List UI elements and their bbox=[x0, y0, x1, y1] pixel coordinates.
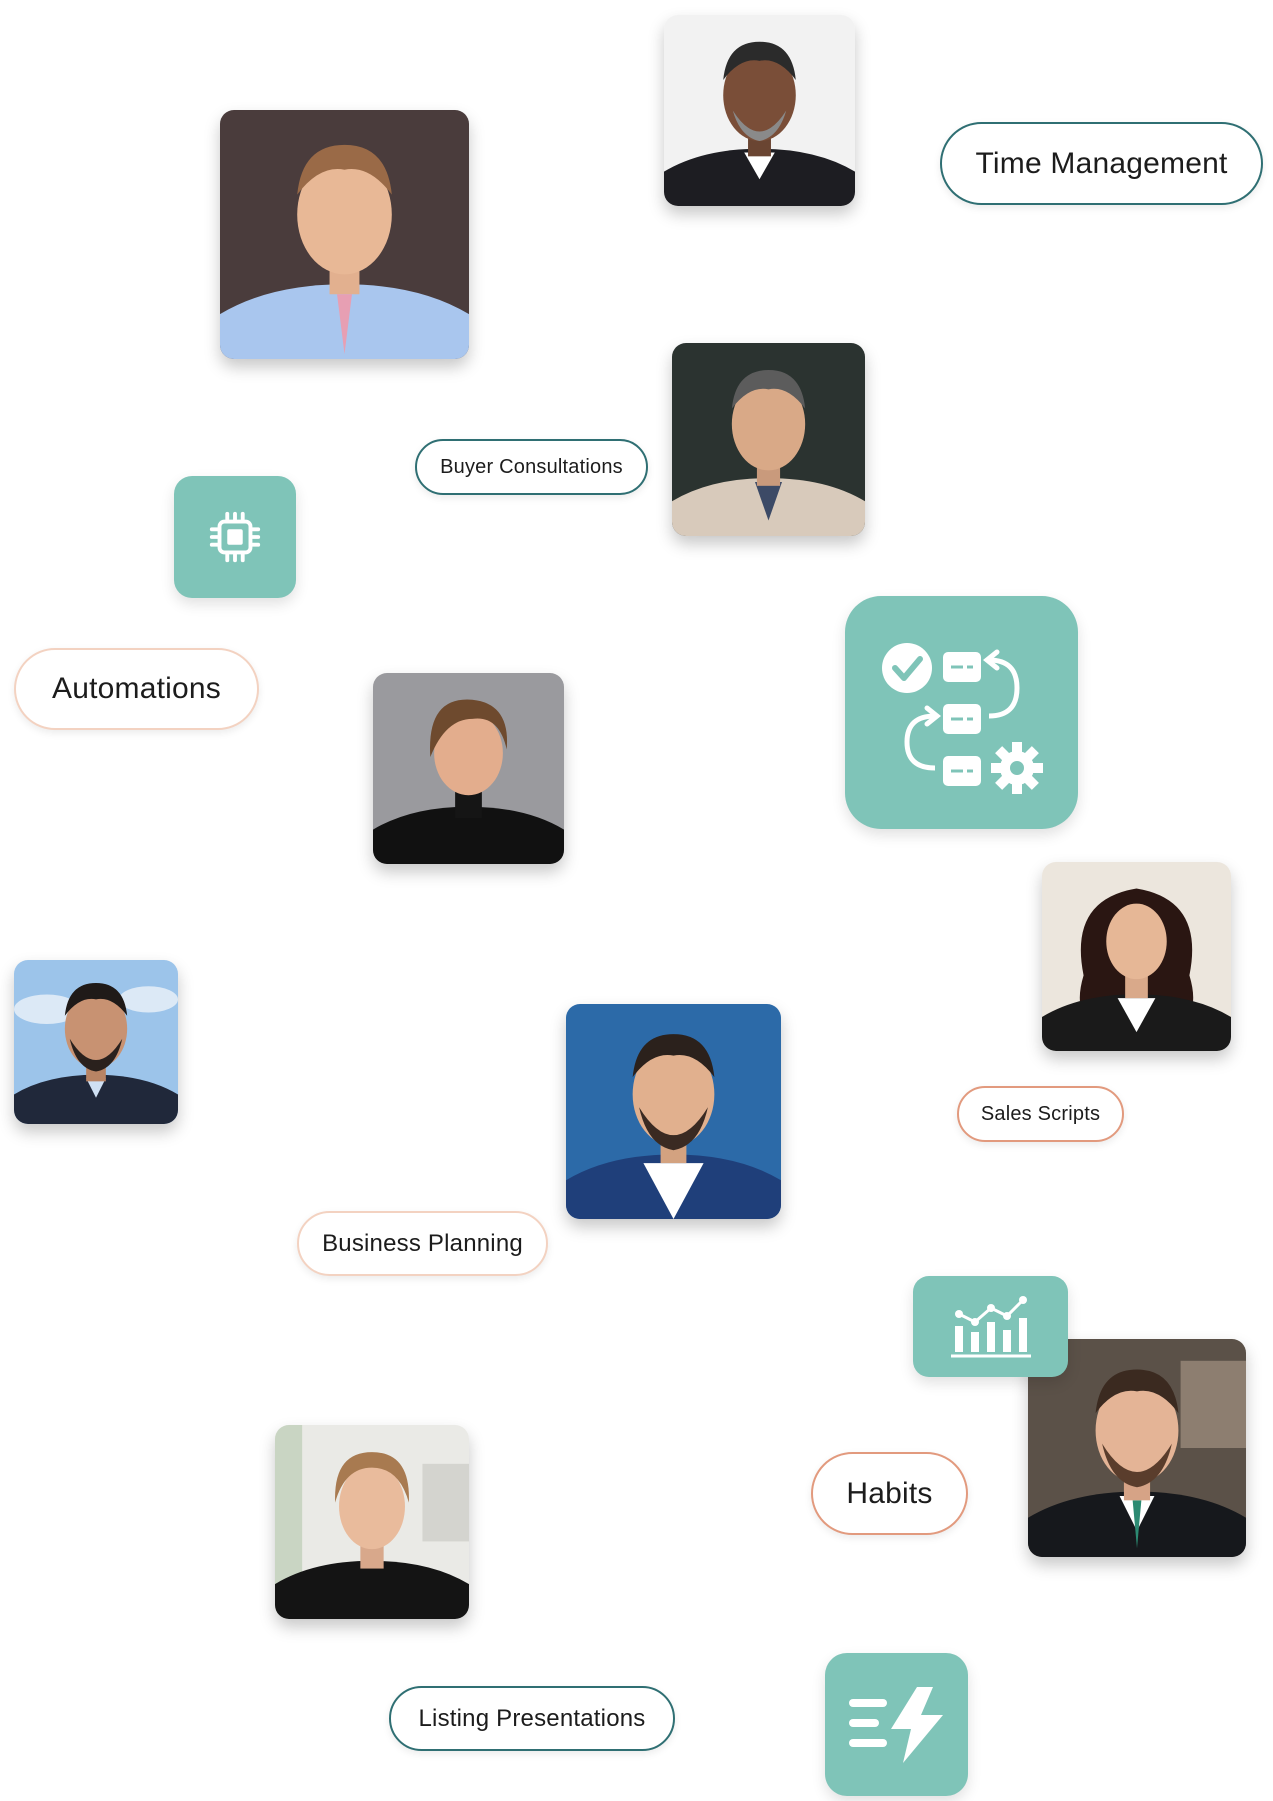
portrait-photo-6 bbox=[14, 960, 178, 1124]
workflow-icon bbox=[845, 596, 1078, 829]
portrait-photo-3 bbox=[672, 343, 865, 536]
pill-time-management: Time Management bbox=[940, 122, 1263, 205]
chip-icon bbox=[174, 476, 296, 598]
bar-chart-icon bbox=[913, 1276, 1068, 1377]
lightning-speed-icon bbox=[825, 1653, 968, 1796]
pill-buyer-consultations: Buyer Consultations bbox=[415, 439, 648, 495]
portrait-photo-2 bbox=[664, 15, 855, 206]
pill-habits: Habits bbox=[811, 1452, 968, 1535]
pill-listing-presentations: Listing Presentations bbox=[389, 1686, 675, 1751]
portrait-photo-7 bbox=[566, 1004, 781, 1219]
portrait-photo-5 bbox=[1042, 862, 1231, 1051]
portrait-photo-9 bbox=[275, 1425, 469, 1619]
portrait-photo-1 bbox=[220, 110, 469, 359]
portrait-photo-4 bbox=[373, 673, 564, 864]
pill-automations: Automations bbox=[14, 648, 259, 730]
portrait-photo-8 bbox=[1028, 1339, 1246, 1557]
pill-business-planning: Business Planning bbox=[297, 1211, 548, 1276]
pill-sales-scripts: Sales Scripts bbox=[957, 1086, 1124, 1142]
